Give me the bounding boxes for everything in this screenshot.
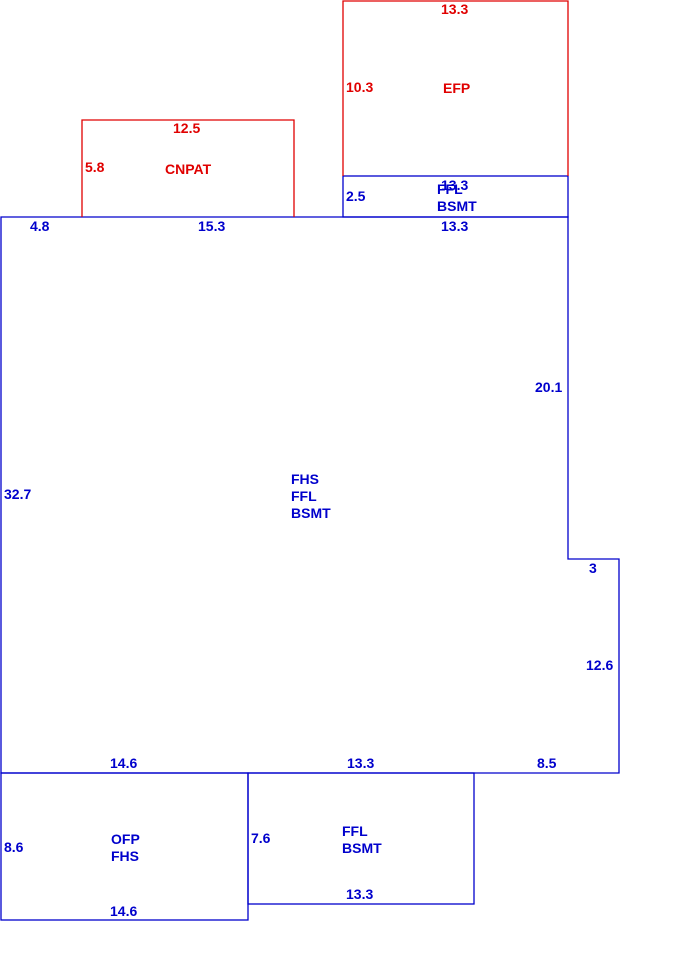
- ofp-label-1: OFP: [111, 831, 140, 847]
- main-area-label-3: BSMT: [291, 505, 331, 521]
- dim-ffl-top-side: 2.5: [346, 188, 366, 204]
- ffl-top-label-2: BSMT: [437, 198, 477, 214]
- dim-main-step: 3: [589, 560, 597, 576]
- dim-ffl-bottom-side: 7.6: [251, 830, 271, 846]
- dim-main-bottom-left: 14.6: [110, 755, 137, 771]
- ffl-top-section: [342, 175, 569, 218]
- dim-main-right-upper: 20.1: [535, 379, 562, 395]
- dim-main-top-right: 13.3: [441, 218, 468, 234]
- dim-ofp-bottom: 14.6: [110, 903, 137, 919]
- dim-efp-top: 13.3: [441, 1, 468, 17]
- dim-main-right-lower: 12.6: [586, 657, 613, 673]
- dim-efp-side: 10.3: [346, 79, 373, 95]
- dim-main-bottom-mid: 13.3: [347, 755, 374, 771]
- dim-main-left: 32.7: [4, 486, 31, 502]
- ofp-label-2: FHS: [111, 848, 139, 864]
- main-area-label-2: FFL: [291, 488, 317, 504]
- dim-cnpat-top: 12.5: [173, 120, 200, 136]
- ffl-bottom-label-1: FFL: [342, 823, 368, 839]
- dim-main-top-left: 4.8: [30, 218, 50, 234]
- cnpat-label: CNPAT: [165, 161, 212, 177]
- main-area-label-1: FHS: [291, 471, 319, 487]
- efp-label: EFP: [443, 80, 470, 96]
- dim-cnpat-side: 5.8: [85, 159, 105, 175]
- dim-ffl-bottom-bottom: 13.3: [346, 886, 373, 902]
- ffl-bottom-section: [247, 772, 475, 905]
- dim-ffl-top-top: 13.3: [441, 177, 468, 193]
- dim-main-top-mid: 15.3: [198, 218, 225, 234]
- dim-ofp-side: 8.6: [4, 839, 24, 855]
- cnpat-outline: [81, 119, 295, 217]
- ffl-top-label-1: FFL: [437, 181, 463, 197]
- ffl-bottom-label-2: BSMT: [342, 840, 382, 856]
- dim-main-bottom-right: 8.5: [537, 755, 557, 771]
- efp-outline: [342, 0, 569, 176]
